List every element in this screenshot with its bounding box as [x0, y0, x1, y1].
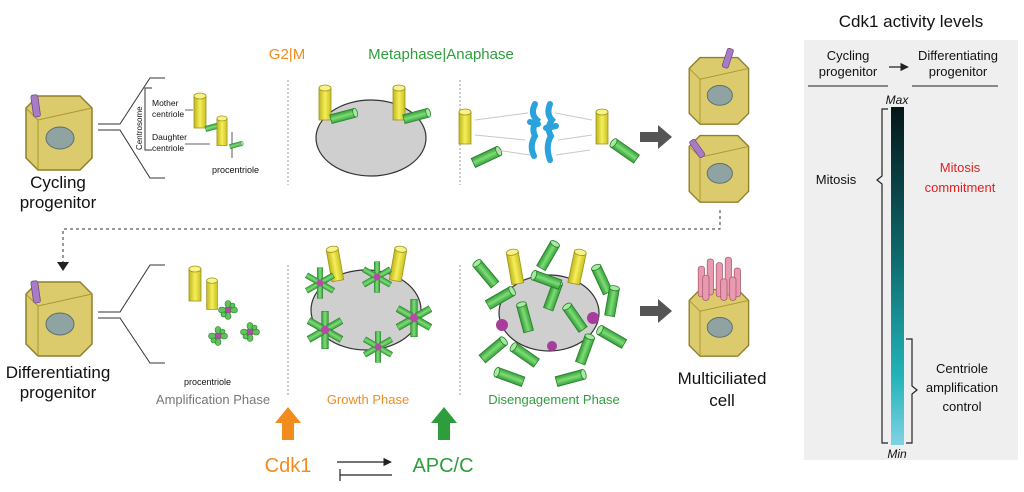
amplification-control-label: Centriole [936, 361, 988, 376]
cdk1-label: Cdk1 [265, 455, 312, 477]
amplification-centrioles-icon [188, 265, 260, 346]
cdk1-panel [804, 40, 1018, 460]
metaphase-spindle-icon [458, 101, 640, 168]
scale-max-label: Max [886, 93, 910, 107]
daughter-centriole-label: Daughter [152, 132, 187, 142]
cycling-progenitor-label-2: progenitor [20, 193, 97, 212]
panel-title: Cdk1 activity levels [839, 12, 984, 31]
mitosis-commitment-label: Mitosis [940, 160, 981, 175]
apcc-label: APC/C [412, 455, 473, 477]
multiciliated-cell-label-2: cell [709, 391, 735, 410]
procentriole-label-bottom: procentriole [184, 377, 231, 387]
phase-metaphase-label: Metaphase|Anaphase [368, 46, 514, 63]
differentiating-progenitor-label: Differentiating [6, 363, 111, 382]
mitosis-brace [876, 108, 888, 444]
multiciliated-cell-label: Multiciliated [678, 369, 767, 388]
amplification-control-brace [906, 338, 918, 444]
mitosis-label: Mitosis [816, 172, 857, 187]
arrow-top [640, 125, 672, 149]
apcc-up-arrow [431, 407, 457, 440]
g2m-nucleus-icon [315, 84, 432, 177]
phase-disengagement-label: Disengagement Phase [488, 392, 620, 407]
phase-growth-label: Growth Phase [327, 392, 409, 407]
mother-centriole-label: Mother [152, 98, 179, 108]
mother-centriole-label-2: centriole [152, 109, 184, 119]
daughter-cell-2-icon [688, 134, 750, 203]
amplification-control-label-2: amplification [926, 380, 998, 395]
mitosis-commitment-label-2: commitment [925, 180, 996, 195]
disengagement-nucleus-icon [471, 238, 628, 387]
amplification-control-label-3: control [942, 399, 981, 414]
differentiating-progenitor-cell-icon [25, 280, 93, 357]
daughter-cell-1-icon [688, 47, 750, 125]
centrosome-label: Centrosome [135, 106, 144, 150]
procentriole-label-top: procentriole [212, 165, 259, 175]
cycling-progenitor-label: Cycling [30, 173, 86, 192]
zoom-bracket-top [98, 77, 165, 179]
col-cycling-label: Cycling [827, 48, 870, 63]
scale-min-label: Min [887, 447, 907, 461]
cdk1-up-arrow [275, 407, 301, 440]
arrow-bottom [640, 299, 672, 323]
col-differentiating-label-2: progenitor [929, 64, 988, 79]
daughter-centriole-label-2: centriole [152, 143, 184, 153]
regulation-arrows [337, 457, 392, 481]
differentiating-progenitor-label-2: progenitor [20, 383, 97, 402]
phase-g2m-label: G2|M [269, 46, 305, 63]
cdk1-activity-gradient [891, 107, 904, 445]
col-differentiating-label: Differentiating [918, 48, 998, 63]
col-cycling-label-2: progenitor [819, 64, 878, 79]
phase-amplification-label: Amplification Phase [156, 392, 270, 407]
growth-phase-nucleus-icon [304, 244, 433, 363]
zoom-bracket-bottom [98, 264, 165, 364]
centrosome-icon [193, 92, 244, 149]
cycling-progenitor-cell-icon [25, 94, 93, 171]
transition-connector [62, 210, 721, 262]
multiciliated-cell-icon [688, 256, 750, 357]
